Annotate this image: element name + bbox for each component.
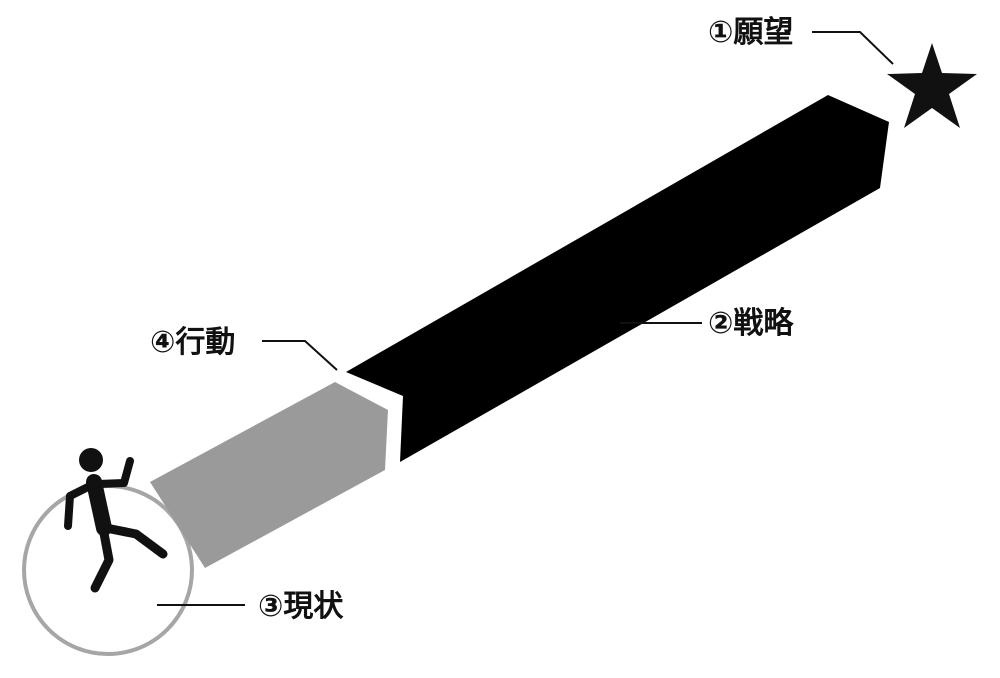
action-bar [150, 382, 388, 568]
label-strategy: ②戦略 [708, 306, 794, 341]
action-leader-line [262, 340, 338, 371]
star-icon [887, 43, 977, 128]
strategy-bar [346, 95, 889, 462]
label-current: ③現状 [258, 589, 344, 624]
wish-leader-line [812, 31, 894, 65]
walking-person-icon [64, 448, 168, 593]
label-action: ④行動 [150, 325, 235, 360]
label-wish: ①願望 [708, 15, 793, 50]
